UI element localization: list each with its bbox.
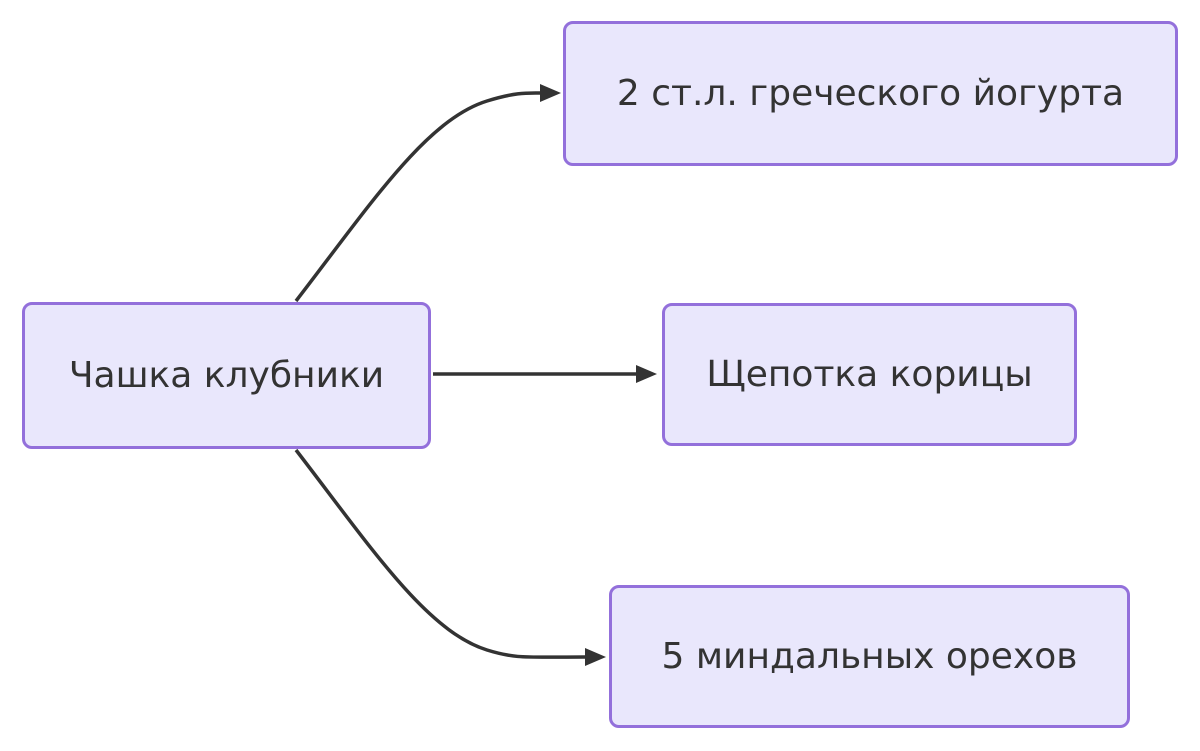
node-cinnamon: Щепотка корицы [662,303,1077,446]
node-almonds-label: 5 миндальных орехов [661,635,1078,677]
node-strawberries-label: Чашка клубники [68,354,385,396]
node-strawberries: Чашка клубники [22,302,431,449]
edge-strawberries-to-yogurt [294,83,561,303]
node-almonds: 5 миндальных орехов [609,585,1130,728]
node-cinnamon-label: Щепотка корицы [706,353,1033,395]
edge-strawberries-to-almonds [294,448,606,667]
node-yogurt: 2 ст.л. греческого йогурта [563,21,1178,166]
node-yogurt-label: 2 ст.л. греческого йогурта [616,72,1125,114]
